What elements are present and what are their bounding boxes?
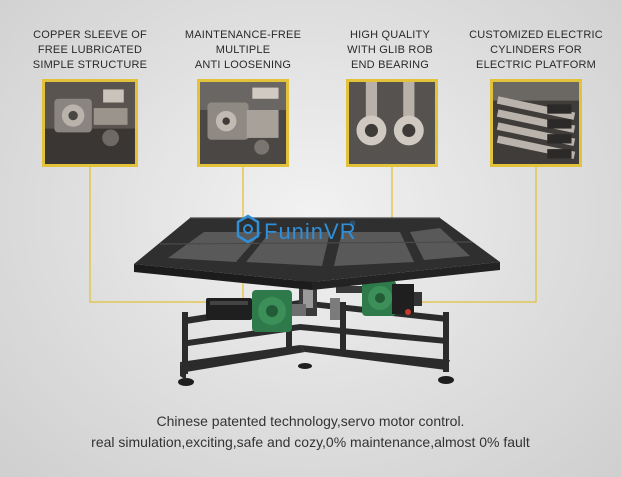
anti-loosening-photo <box>197 79 289 167</box>
feature-anti-loosening-label: MAINTENANCE-FREE MULTIPLE ANTI LOOSENING <box>184 29 302 71</box>
caption-line-2: real simulation,exciting,safe and cozy,0… <box>91 434 530 450</box>
trademark-symbol: ® <box>350 220 356 228</box>
brand-logo-text: FuninVR <box>264 219 357 244</box>
leader-line-copper-sleeve <box>89 167 210 303</box>
platform-top <box>134 217 500 290</box>
right-servo-motor <box>362 280 422 316</box>
electric-cylinders-photo <box>490 79 582 167</box>
rod-end-bearing-photo <box>346 79 438 167</box>
caption-line-1: Chinese patented technology,servo motor … <box>156 413 465 429</box>
feature-copper-sleeve-label: COPPER SLEEVE OF FREE LUBRICATED SIMPLE … <box>32 29 148 71</box>
funinvr-logo-icon <box>236 214 260 244</box>
left-servo-motor <box>206 290 306 332</box>
leader-line-electric-cylinders <box>410 167 537 303</box>
copper-sleeve-photo <box>42 79 138 167</box>
feature-electric-cylinders-label: CUSTOMIZED ELECTRIC CYLINDERS FOR ELECTR… <box>469 29 603 71</box>
feature-rod-end-bearing-label: HIGH QUALITY WITH GLIB ROB END BEARING <box>347 29 433 71</box>
